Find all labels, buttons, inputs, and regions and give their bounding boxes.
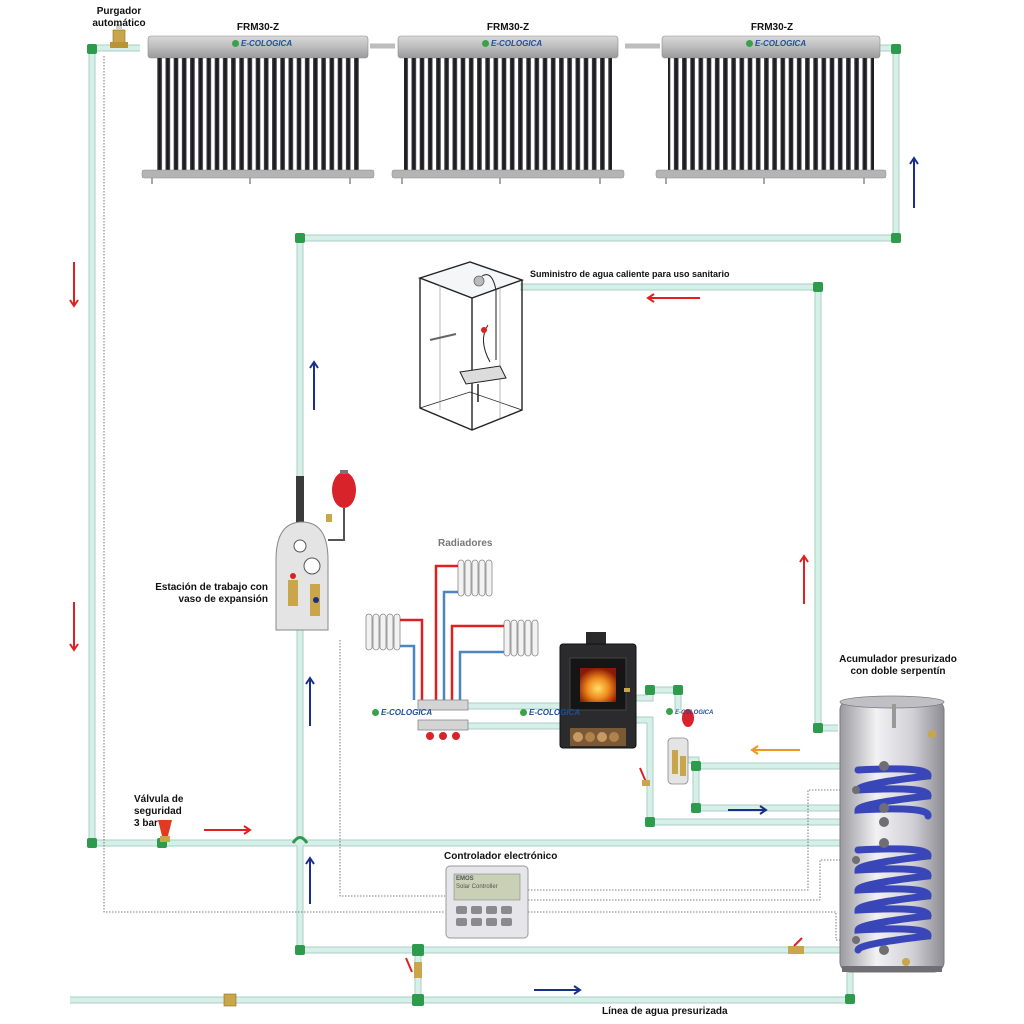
- radiator-left: [365, 613, 401, 651]
- solar-collector-3: [655, 35, 887, 184]
- controller-screen-line: Solar Controller: [456, 884, 498, 890]
- label-radiators: Radiadores: [438, 538, 493, 549]
- radiator-pipes: [400, 564, 504, 700]
- flow-arrows: [69, 156, 919, 995]
- brand-icon: [232, 40, 239, 47]
- brand-icon: [482, 40, 489, 47]
- arrow-up-cold-2: [309, 360, 319, 410]
- wood-stove: [559, 632, 637, 749]
- brand-icon: [520, 709, 527, 716]
- solar-collector-2: [391, 35, 625, 184]
- solar-collector-1: [141, 35, 375, 184]
- pipe-crossover: [291, 836, 309, 844]
- radiator-top: [457, 559, 493, 597]
- valve-return-right: [788, 937, 804, 954]
- brand-icon: [666, 708, 673, 715]
- brand-logo-collector-1: E-COLOGICA: [232, 39, 292, 48]
- brand-logo-collector-3: E-COLOGICA: [746, 39, 806, 48]
- label-controller: Controlador electrónico: [444, 851, 558, 862]
- valve-return-left: [405, 957, 422, 978]
- controller-screen-brand: EMOS: [456, 876, 474, 882]
- arrow-left-hot: [646, 293, 700, 303]
- label-hot-water-supply: Suministro de agua caliente para uso san…: [530, 269, 730, 279]
- brand-logo-collector-2: E-COLOGICA: [482, 39, 542, 48]
- boiler-pump-station: [639, 709, 694, 786]
- brand-icon: [372, 709, 379, 716]
- arrow-right-hot: [204, 825, 252, 835]
- work-station: [275, 470, 356, 631]
- valve-pressurized-line: [223, 993, 237, 1007]
- label-collector-3: FRM30-Z: [750, 22, 794, 33]
- tank-ports: [852, 761, 889, 955]
- arrow-up-cold-4: [305, 856, 315, 904]
- brand-logo-manifold: E-COLOGICA: [372, 708, 432, 717]
- brand-icon: [746, 40, 753, 47]
- label-tank: Acumulador presurizado con doble serpent…: [839, 654, 957, 677]
- arrow-left-orange: [750, 745, 800, 755]
- electronic-controller: [445, 865, 529, 939]
- arrow-right-cold-2: [534, 985, 582, 995]
- arrow-up-hot: [799, 554, 809, 604]
- arrow-right-cold-1: [728, 805, 768, 815]
- radiator-manifold: [417, 699, 469, 740]
- label-work-station: Estación de trabajo con vaso de expansió…: [155, 582, 268, 605]
- control-cables: [103, 56, 848, 941]
- brand-logo-stove: E-COLOGICA: [520, 708, 580, 717]
- arrow-up-cold-3: [305, 676, 315, 726]
- tank-coils: [854, 765, 932, 954]
- shower-cabin: [417, 261, 525, 431]
- arrow-down-hot-2: [69, 602, 79, 652]
- label-air-vent: Purgador automático: [92, 6, 146, 29]
- radiator-right: [503, 619, 539, 657]
- label-pressurized-line: Línea de agua presurizada: [602, 1006, 728, 1017]
- label-collector-1: FRM30-Z: [236, 22, 280, 33]
- air-vent: [110, 24, 128, 48]
- safety-valve: [158, 820, 172, 842]
- label-collector-2: FRM30-Z: [486, 22, 530, 33]
- arrow-up-cold-1: [909, 156, 919, 208]
- label-safety-valve: Válvula de seguridad 3 bar: [134, 794, 184, 829]
- arrow-down-hot-1: [69, 262, 79, 308]
- brand-logo-boiler-station: E-COLOGICA: [666, 708, 713, 716]
